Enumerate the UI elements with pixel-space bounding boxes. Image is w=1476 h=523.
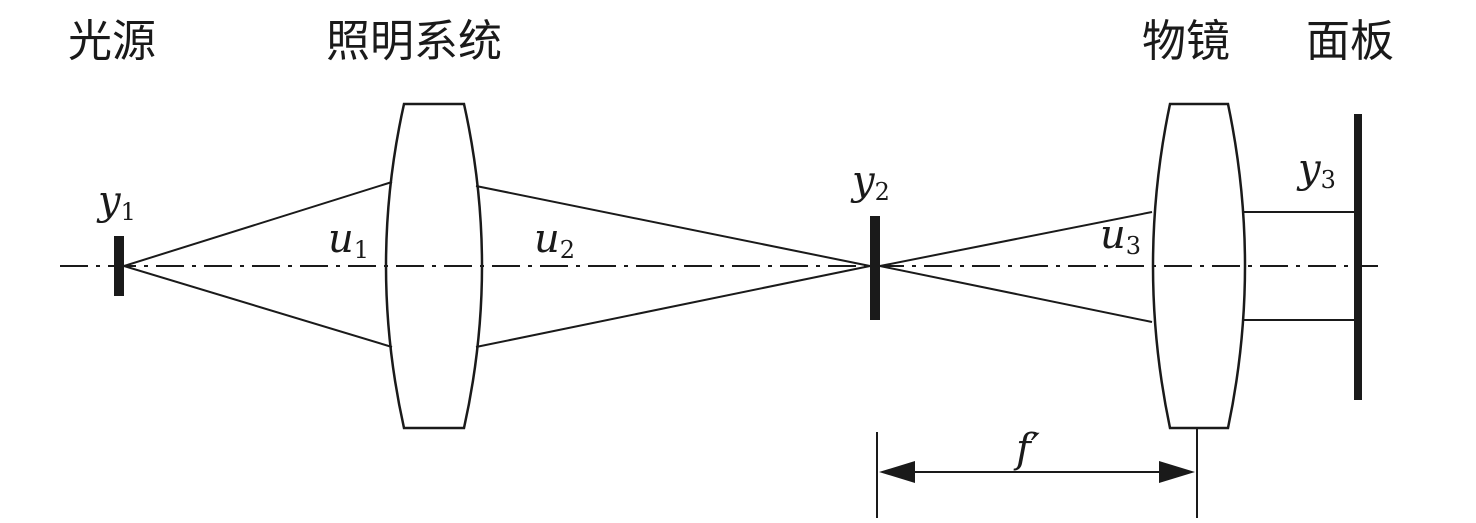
label-light-source: 光源 xyxy=(68,16,156,67)
symbol-y2: y2 xyxy=(850,158,890,206)
ray-upper-source xyxy=(123,181,393,267)
label-panel: 面板 xyxy=(1306,16,1394,67)
intermediate-image-y2 xyxy=(870,216,880,320)
focal-length-label: f′ xyxy=(1013,426,1040,472)
objective-lens xyxy=(1151,102,1247,430)
illumination-lens xyxy=(384,102,484,430)
label-objective: 物镜 xyxy=(1142,16,1230,67)
symbol-u3: u3 xyxy=(1100,212,1141,260)
symbol-y3: y3 xyxy=(1296,146,1336,194)
symbol-y1: y1 xyxy=(96,178,136,226)
ray-upper-to-objective xyxy=(879,211,1153,267)
ray-lower-source xyxy=(123,265,393,348)
focal-arrow-left xyxy=(879,461,915,483)
ray-lower-to-image xyxy=(475,265,871,348)
panel-screen xyxy=(1354,114,1362,400)
symbol-u2: u2 xyxy=(534,216,575,264)
label-illumination-system: 照明系统 xyxy=(326,16,502,67)
ray-lower-to-objective xyxy=(879,265,1153,323)
source-object-y1 xyxy=(114,236,124,296)
focal-arrow-right xyxy=(1159,461,1195,483)
symbol-u1: u1 xyxy=(328,216,369,264)
ray-upper-to-image xyxy=(475,185,871,267)
